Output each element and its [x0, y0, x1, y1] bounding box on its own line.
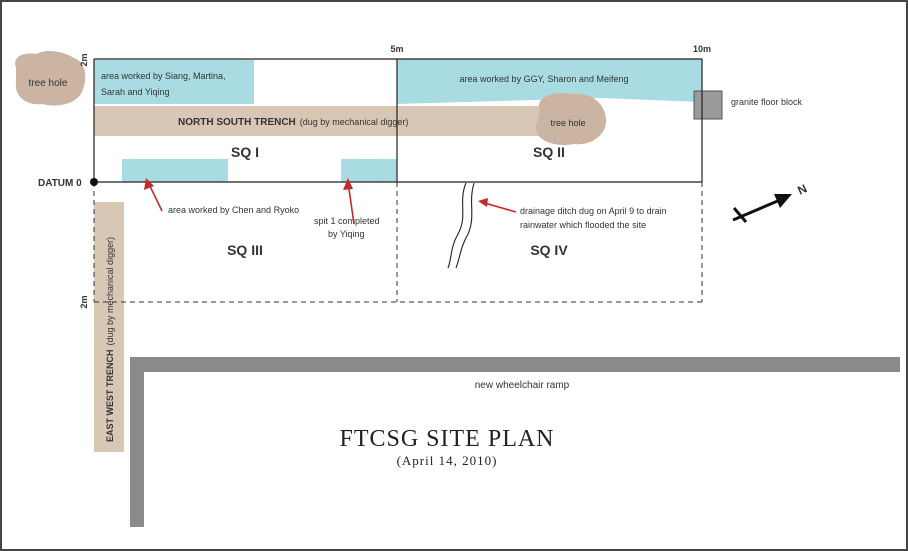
area-siang: [94, 60, 254, 104]
granite-floor-block: [693, 90, 723, 120]
sq-ii-label: SQ II: [533, 144, 565, 160]
area-yiqing-label-line1: spit 1 completed: [314, 216, 380, 226]
ramp-vertical: [130, 357, 144, 527]
area-ggy: [397, 59, 702, 104]
granite-block-label: granite floor block: [731, 97, 803, 107]
north-arrow-icon: N: [732, 181, 809, 223]
arrowhead-chen: [144, 178, 154, 190]
arrowhead-yiqing: [343, 178, 353, 190]
north-label: N: [795, 181, 809, 197]
plan-title: FTCSG SITE PLAN: [339, 426, 554, 452]
ramp-horizontal: [130, 357, 900, 372]
area-chen-label: area worked by Chen and Ryoko: [168, 205, 299, 215]
area-yiqing: [341, 159, 397, 182]
east-west-trench-label: EAST WEST TRENCH(dug by mechanical digge…: [105, 237, 115, 442]
area-chen-ryoko: [122, 159, 228, 182]
area-yiqing-label-line2: by Yiqing: [328, 229, 365, 239]
plan-subtitle: (April 14, 2010): [397, 453, 498, 468]
north-south-trench: [94, 106, 564, 136]
ramp-label: new wheelchair ramp: [475, 380, 570, 391]
drainage-label-line2: rainwater which flooded the site: [520, 220, 646, 230]
north-south-trench-label: NORTH SOUTH TRENCH(dug by mechanical dig…: [178, 117, 408, 128]
sq-iii-label: SQ III: [227, 242, 263, 258]
scale-label-10m: 10m: [693, 44, 711, 54]
drainage-ditch: [447, 182, 475, 269]
scale-label-5m: 5m: [390, 44, 403, 54]
arrowheads: [144, 178, 488, 207]
sq-iv-label: SQ IV: [530, 242, 568, 258]
tree-hole-left-label: tree hole: [29, 78, 68, 89]
tree-hole-right-label: tree hole: [550, 118, 585, 128]
area-ggy-label: area worked by GGY, Sharon and Meifeng: [460, 74, 629, 84]
drainage-label-line1: drainage ditch dug on April 9 to drain: [520, 206, 667, 216]
area-siang-label-line1: area worked by Siang, Martina,: [101, 71, 226, 81]
tree-hole-right: [535, 92, 607, 146]
datum-label: DATUM 0: [38, 178, 82, 189]
scale-label-side: 2m: [79, 295, 89, 308]
east-west-trench: [94, 202, 124, 452]
scale-label-top-left: 2m: [79, 53, 89, 66]
datum-point: [90, 178, 98, 186]
sq-i-label: SQ I: [231, 144, 259, 160]
arrowhead-drainage: [478, 198, 488, 207]
squares-grid: [93, 58, 703, 303]
area-siang-label-line2: Sarah and Yiqing: [101, 87, 170, 97]
tree-hole-left: [15, 51, 86, 106]
wheelchair-ramp: [130, 357, 900, 527]
